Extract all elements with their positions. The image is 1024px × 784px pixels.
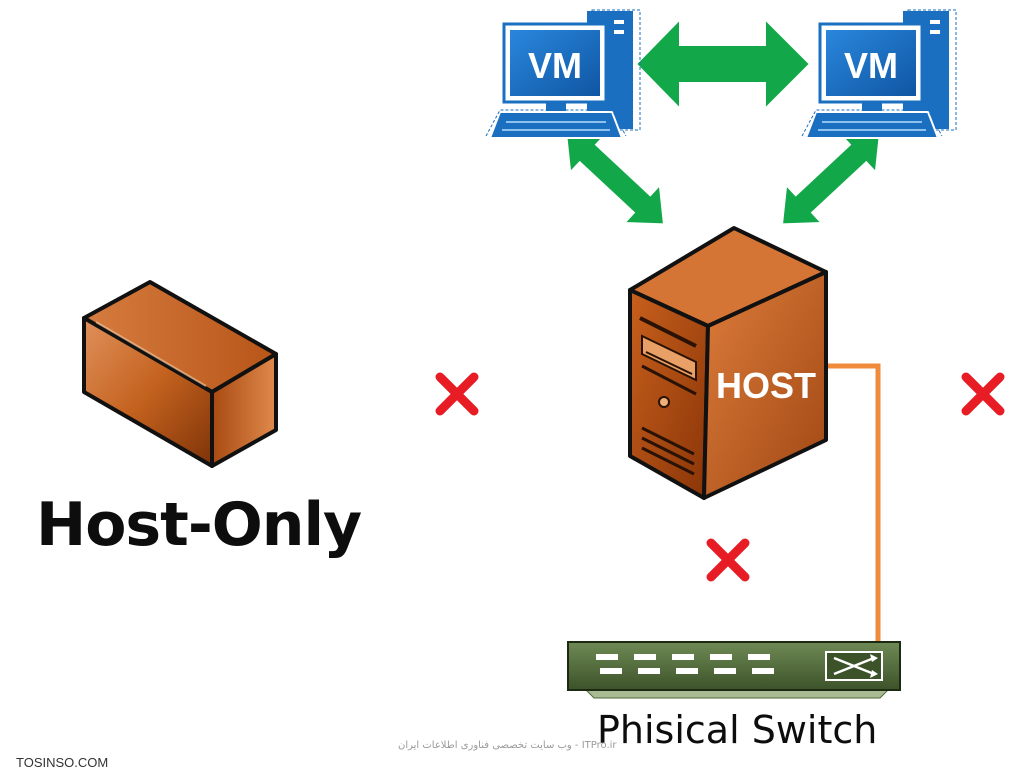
- host-label: HOST: [716, 365, 816, 406]
- vm-computer-icon: [801, 9, 957, 139]
- vm-left: VM: [485, 9, 641, 139]
- diagram-title: Host-Only: [36, 490, 362, 560]
- cross-icon: [706, 538, 750, 582]
- server-tower-icon: [628, 226, 828, 500]
- switch-label: Phisical Switch: [597, 708, 878, 752]
- vm-host-arrow-right: [780, 131, 882, 226]
- brick-wall-icon: [82, 280, 278, 468]
- cable-line: [822, 363, 881, 645]
- network-switch-icon: [567, 641, 901, 699]
- cross-icon: [961, 372, 1005, 416]
- vm-left-label: VM: [528, 45, 582, 86]
- host-server: HOST: [628, 226, 828, 500]
- double-arrow-icon: [634, 16, 812, 112]
- vm-computer-icon: [485, 9, 641, 139]
- footer-site-name: TOSINSO.COM: [16, 755, 109, 770]
- vm-host-arrow-left: [564, 131, 666, 226]
- cross-icon: [435, 372, 479, 416]
- footer-watermark: ITPro.ir - وب سایت تخصصی فناوری اطلاعات …: [398, 740, 617, 751]
- vm-right-label: VM: [844, 45, 898, 86]
- vm-right: VM: [801, 9, 957, 139]
